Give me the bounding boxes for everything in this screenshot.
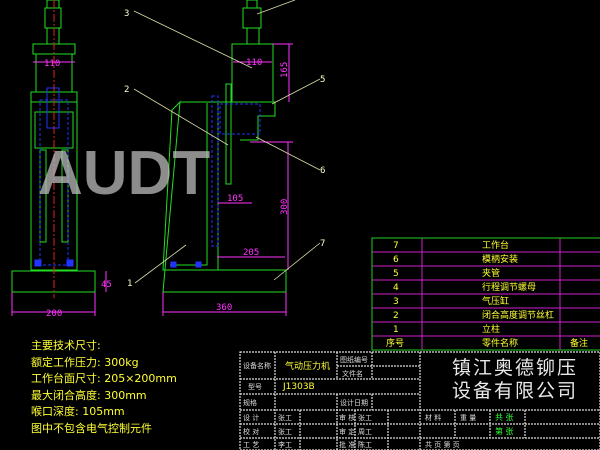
dim-base-width: 360: [216, 303, 232, 313]
note-line: 工作台面尺寸: 205×200mm: [31, 372, 177, 385]
dim-right-cylinder: 110: [246, 58, 262, 68]
notes-title: 主要技术尺寸:: [31, 339, 101, 352]
dim-cylinder-height: 165: [280, 62, 290, 78]
part-name: 行程调节螺母: [482, 281, 536, 293]
leader-label-7: 7: [320, 239, 325, 249]
leader-label-5: 5: [320, 75, 325, 85]
dim-closing-height: 300: [280, 199, 290, 215]
part-no: 4: [393, 283, 399, 293]
spec-label: 规格: [243, 398, 257, 407]
note-line: 图中不包含电气控制元件: [31, 421, 152, 435]
dim-throat: 105: [227, 194, 243, 204]
tb-cell: 共 张: [495, 413, 514, 422]
dim-left-cylinder: 110: [44, 59, 60, 69]
part-no: 6: [393, 255, 399, 265]
watermark: AUDT: [38, 139, 210, 208]
company-name-line2: 设备有限公司: [452, 380, 578, 402]
header-remark: 备注: [570, 337, 588, 349]
date-label: 设计日期: [340, 398, 368, 407]
tb-cell: 审 核: [339, 413, 355, 422]
tb-cell: 第 张: [495, 426, 514, 436]
company-name-line1: 镇江奥德铆压: [452, 357, 578, 379]
tb-cell: 张工: [278, 413, 292, 422]
tb-cell: 张工: [358, 413, 372, 422]
part-no: 2: [393, 311, 399, 321]
tb-cell: 陈工: [358, 440, 372, 449]
dimension-lines: [11, 43, 293, 316]
model-label: 型号: [248, 382, 262, 391]
part-name: 工作台: [482, 239, 509, 251]
tb-cell: 重 量: [460, 414, 476, 422]
file-label: 文件名: [342, 369, 363, 378]
tb-cell: 审 定: [339, 427, 355, 436]
part-name: 立柱: [482, 323, 500, 335]
part-no: 3: [393, 297, 399, 307]
note-line: 额定工作压力: 300kg: [31, 355, 139, 369]
header-name: 零件名称: [482, 337, 518, 349]
parts-table: 7 工作台 6 模柄安装 5 夹管 4 行程调节螺母 3 气压缸 2 闭合高度调…: [371, 237, 600, 351]
dim-table-width: 205: [243, 248, 259, 258]
title-block: 设备名称 气动压力机 图纸编号 文件名 型号 J1303B 规格 设计日期 镇江…: [239, 351, 600, 450]
note-line: 喉口深度: 105mm: [31, 405, 125, 418]
device-name: 气动压力机: [285, 360, 330, 372]
tb-cell: 李工: [278, 440, 292, 449]
part-name: 气压缸: [482, 295, 509, 307]
leader-label-1: 1: [127, 279, 132, 289]
model-value: J1303B: [282, 382, 315, 392]
device-name-label: 设备名称: [243, 361, 271, 370]
tb-cell: 材 料: [425, 413, 441, 422]
leader-label-2: 2: [124, 85, 129, 95]
part-no: 5: [393, 269, 399, 279]
part-no: 7: [393, 241, 399, 251]
dim-left-width: 200: [46, 309, 62, 319]
leader-lines: [133, 0, 321, 284]
tb-cell: 工 艺: [243, 441, 259, 449]
leader-label-3: 3: [124, 9, 129, 19]
front-view: [11, 0, 96, 298]
part-no: 1: [393, 325, 399, 335]
leader-label-6: 6: [320, 166, 325, 176]
part-name: 闭合高度调节丝杠: [482, 309, 554, 321]
tb-cell: 周工: [358, 428, 372, 436]
header-no: 序号: [386, 337, 404, 349]
dim-left-base: 45: [101, 280, 112, 290]
tb-cell: 校 对: [243, 427, 259, 436]
tb-cell: 批 准: [339, 440, 355, 449]
note-line: 最大闭合高度: 300mm: [31, 388, 147, 402]
tb-cell: 张工: [278, 427, 292, 436]
tb-cell: 共 页 第 页: [425, 440, 460, 449]
part-name: 夹管: [482, 267, 500, 279]
tb-cell: 设 计: [243, 413, 259, 422]
drawing-no-label: 图纸编号: [340, 355, 368, 364]
part-name: 模柄安装: [482, 253, 518, 265]
technical-notes: 主要技术尺寸: 额定工作压力: 300kg 工作台面尺寸: 205×200mm …: [31, 338, 177, 437]
